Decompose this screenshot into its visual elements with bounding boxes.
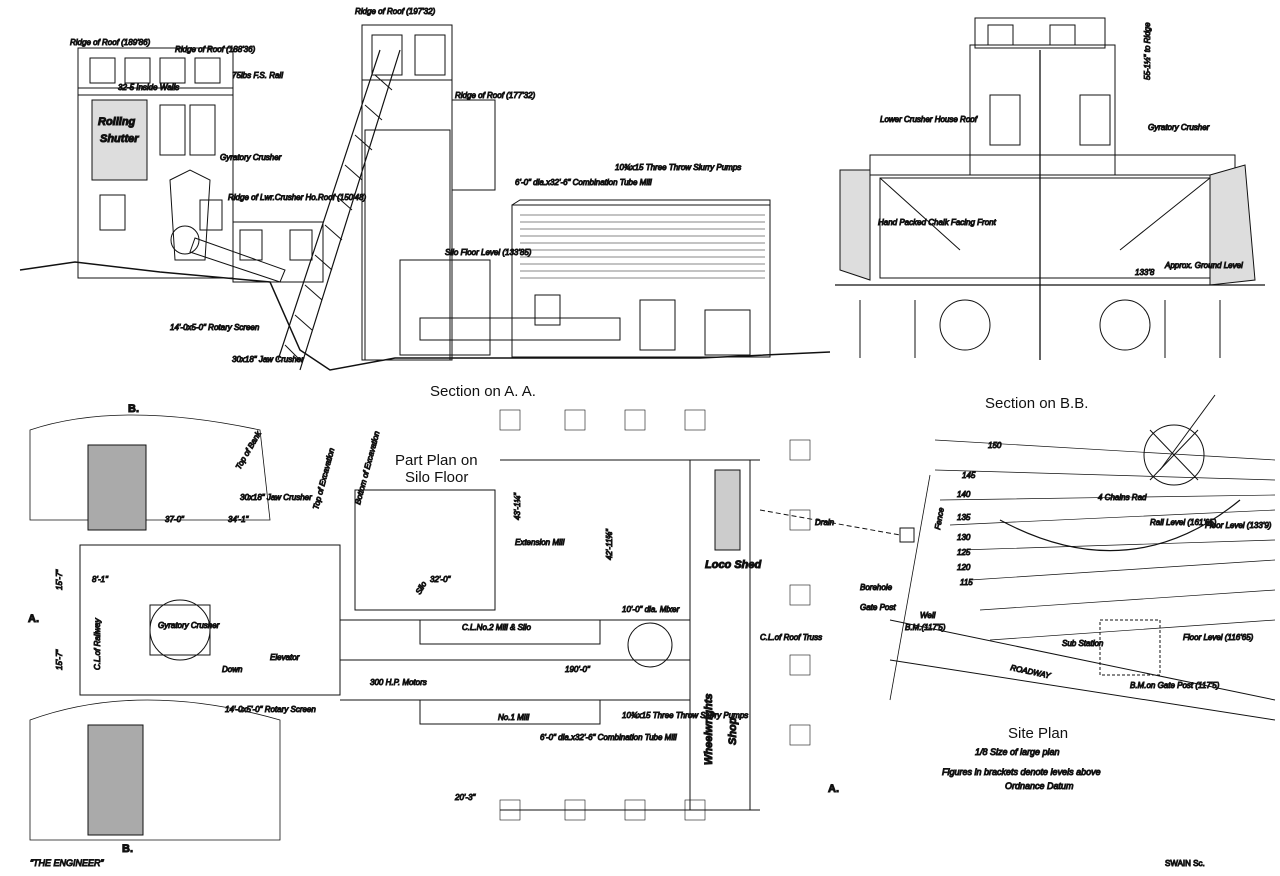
section-bb: Lower Crusher House Roof Gyratory Crushe… (835, 17, 1265, 412)
roof-truss-label: C.L.of Roof Truss (760, 633, 822, 642)
jaw-crusher-label: 30x18" Jaw Crusher (232, 355, 304, 364)
no1-mill-label: No.1 Mill (498, 713, 529, 722)
plan-tube-mill-label: 6'-0" dia.x32'-6" Combination Tube Mill (540, 733, 677, 742)
credit-engineer: “THE ENGINEER” (30, 858, 105, 868)
shop-label: Shop (727, 717, 739, 745)
wheelwrights-label: Wheelwrights (703, 693, 715, 765)
rotary-screen-label: 14'-0x5-0" Rotary Screen (170, 323, 260, 332)
inside-walls-label: 32-5 Inside Walls (118, 83, 179, 92)
bm-label: B.M.(117'5) (905, 623, 946, 632)
ridge-roof-1: Ridge of Roof (189'86) (70, 38, 151, 47)
section-aa-caption: Section on A. A. (430, 383, 536, 400)
bottom-excavation-label: Bottom of Excavation (353, 430, 381, 506)
floor-level-2-label: Floor Level (116'65) (1183, 633, 1254, 642)
plan-rotary-screen-label: 14'-0x5'-0" Rotary Screen (225, 705, 316, 714)
plan-pumps-label: 10¾x15 Three Throw Slurry Pumps (622, 711, 748, 720)
motors-label: 300 H.P. Motors (370, 678, 427, 687)
fence-label: Fence (933, 506, 946, 530)
lower-roof-label: Lower Crusher House Roof (880, 115, 978, 124)
contour-120: 120 (957, 563, 971, 572)
site-note-1: Figures in brackets denote levels above (942, 767, 1101, 777)
section-aa: Ridge of Roof (189'86) Ridge of Roof (18… (19, 7, 831, 400)
contour-115: 115 (960, 578, 973, 587)
section-bb-caption: Section on B.B. (985, 395, 1088, 412)
dim-37: 37-0" (165, 515, 185, 524)
ground-level-label: Approx. Ground Level (1164, 261, 1243, 270)
contour-135: 135 (957, 513, 971, 522)
a-marker-left: A. (28, 613, 39, 625)
site-scale-caption: 1/8 Size of large plan (975, 747, 1060, 757)
to-ridge-label: 55-1½" to Ridge (1143, 22, 1152, 80)
slurry-pumps-label: 10¾x15 Three Throw Slurry Pumps (615, 163, 741, 172)
borehole-label: Borehole (860, 583, 893, 592)
mixer-label: 10'-0" dia. Mixer (622, 605, 680, 614)
gate-post-label: Gate Post (860, 603, 896, 612)
bm-gate-label: B.M.on Gate Post (117'5) (1130, 681, 1220, 690)
contour-140: 140 (957, 490, 971, 499)
site-plan: 150 145 140 135 130 125 120 115 4 Chains… (860, 394, 1276, 792)
loco-shed-label: Loco Shed (705, 559, 762, 571)
mill-silo-label: C.L.No.2 Mill & Silo (462, 623, 531, 632)
ridge-roof-4: Ridge of Roof (177'32) (455, 91, 536, 100)
part-plan-caption: Part Plan on (395, 452, 478, 469)
a-marker-right: A. (828, 783, 839, 795)
floor-level-1-label: Floor Level (133'9) (1205, 521, 1272, 530)
plan-view: B. B. A. A. Top of Bank Top of Excavatio… (28, 403, 915, 856)
credit-swain: SWAIN Sc. (1165, 859, 1205, 868)
dim-43: 43'-1¼" (513, 492, 522, 520)
site-note-2: Ordnance Datum (1005, 781, 1074, 791)
site-plan-caption: Site Plan (1008, 725, 1068, 742)
b-marker-bottom: B. (122, 843, 133, 855)
top-of-bank-label: Top of Bank (234, 429, 263, 471)
dim-190: 190'-0" (565, 665, 591, 674)
chains-label: 4 Chains Rad (1098, 493, 1147, 502)
rolling-label: Rolling (98, 116, 136, 128)
dim-32: 32'-0" (430, 575, 452, 584)
ridge-roof-3: Ridge of Roof (197'32) (355, 7, 436, 16)
railway-label: C.L.of Railway (93, 617, 102, 670)
dim-8: 8'-1" (92, 575, 109, 584)
contour-125: 125 (957, 548, 971, 557)
b-marker-top: B. (128, 403, 139, 415)
drain-label: Drain (815, 518, 835, 527)
lower-ridge-label: Ridge of Lwr.Crusher Ho.Roof (150'48) (228, 193, 367, 202)
rail-level-label: Rail Level (161'65) (1150, 518, 1217, 527)
dim-42: 42'-11⅝" (605, 528, 614, 560)
extension-mill-label: Extension Mill (515, 538, 565, 547)
ridge-roof-2: Ridge of Roof (188'36) (175, 45, 256, 54)
chalk-facing-label: Hand Packed Chalk Facing Front (878, 218, 997, 227)
contour-145: 145 (962, 471, 976, 480)
dim-20: 20'-3" (454, 793, 477, 802)
contour-130: 130 (957, 533, 971, 542)
part-plan-caption-2: Silo Floor (405, 469, 468, 486)
sub-station-label: Sub Station (1062, 639, 1104, 648)
down-label: Down (222, 665, 243, 674)
silo-label: Silo (414, 579, 429, 596)
top-excavation-label: Top of Excavation (311, 447, 336, 511)
elevator-label: Elevator (270, 653, 300, 662)
roadway-label: ROADWAY (1010, 663, 1052, 680)
dim-15a: 15'-7" (55, 568, 64, 590)
dim-15b: 15'-7" (55, 648, 64, 670)
plan-gyratory-label: Gyratory Crusher (158, 621, 220, 630)
gyratory-crusher-label: Gyratory Crusher (220, 153, 282, 162)
shutter-label: Shutter (100, 133, 139, 145)
silo-floor-label: Silo Floor Level (133'85) (445, 248, 532, 257)
plan-jaw-crusher-label: 30x18" Jaw Crusher (240, 493, 312, 502)
tube-mill-label: 6'-0" dia.x32'-6" Combination Tube Mill (515, 178, 652, 187)
rail-label: 75lbs F.S. Rail (232, 71, 283, 80)
well-label: Well (920, 611, 936, 620)
level-133-label: 133'8 (1135, 268, 1155, 277)
dim-34: 34'-1" (228, 515, 250, 524)
contour-150: 150 (988, 441, 1002, 450)
bb-gyratory-label: Gyratory Crusher (1148, 123, 1210, 132)
